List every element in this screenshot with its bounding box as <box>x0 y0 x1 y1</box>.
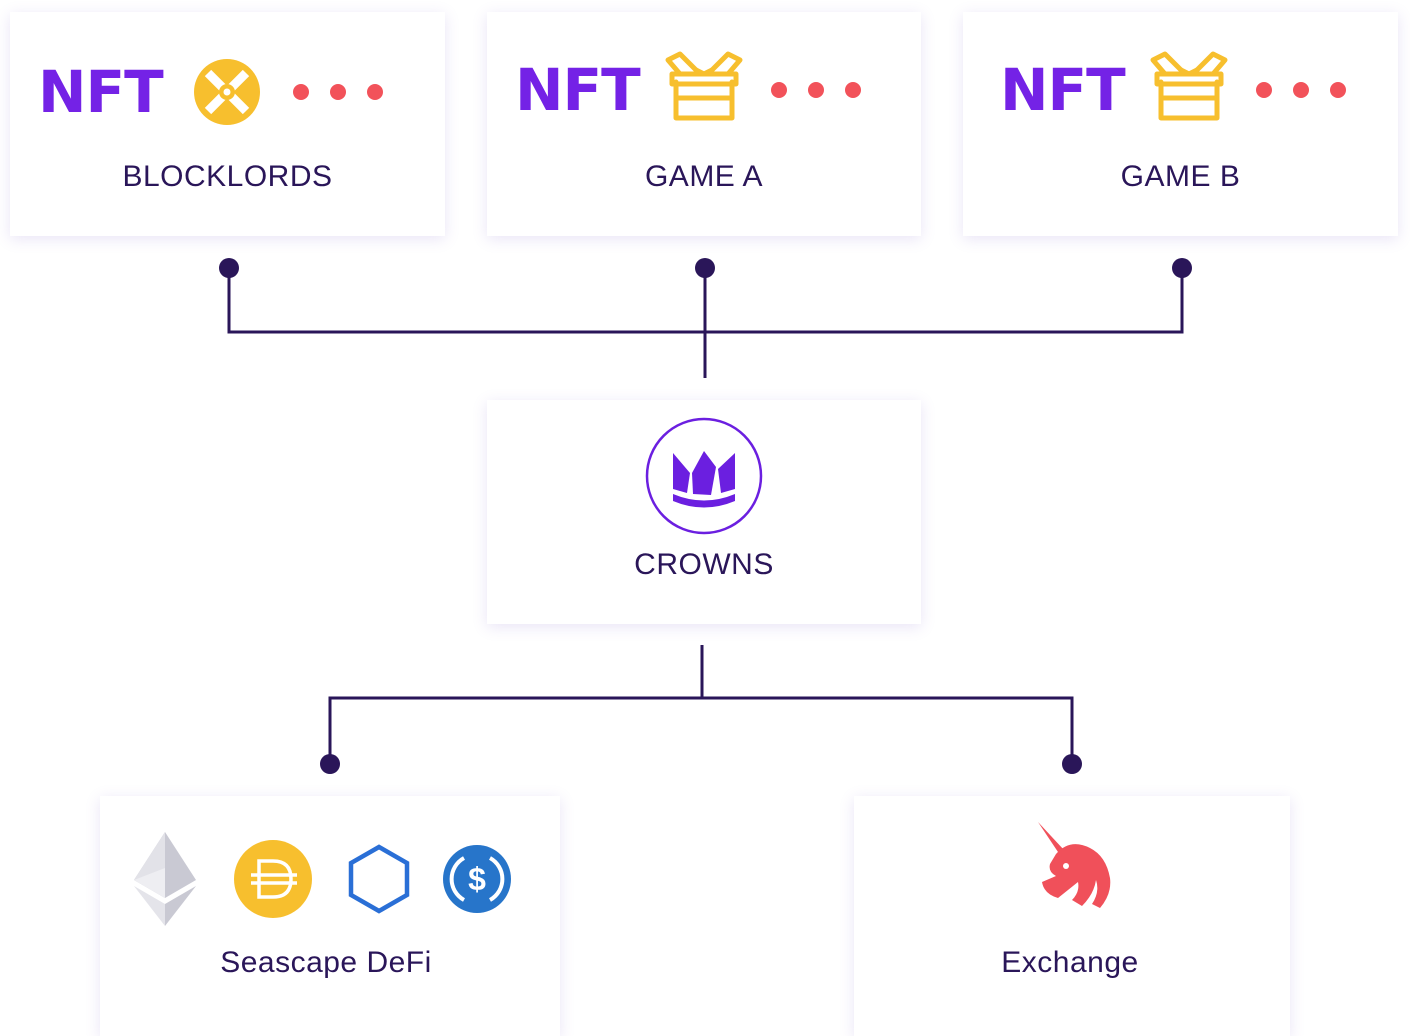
blocklords-x-icon <box>194 59 260 125</box>
connector-node <box>695 258 715 278</box>
center-name: CROWNS <box>634 548 774 581</box>
exchange-name: Exchange <box>1001 946 1139 979</box>
connector-node <box>1062 754 1082 774</box>
game-card-game-a: NFT GAME A <box>487 12 921 236</box>
game-name: BLOCKLORDS <box>122 160 333 193</box>
svg-text:$: $ <box>468 861 486 897</box>
crowns-card: CROWNS <box>487 400 921 624</box>
connector-node <box>1172 258 1192 278</box>
usdc-icon: $ <box>443 845 511 913</box>
box-icon <box>1150 51 1228 121</box>
nft-label: NFT <box>1000 56 1126 124</box>
exchange-card: Exchange <box>854 796 1290 1036</box>
nft-label: NFT <box>38 58 164 126</box>
game-name: GAME A <box>644 160 764 193</box>
game-card-blocklords: NFT BLOCKLORDS <box>10 12 445 236</box>
defi-card: $ Seascape DeFi <box>100 796 560 1036</box>
more-dots-icon <box>293 84 383 100</box>
more-dots-icon <box>771 82 861 98</box>
chainlink-hexagon-icon <box>348 844 410 914</box>
uniswap-unicorn-icon <box>1038 822 1111 908</box>
dai-icon <box>234 840 312 918</box>
crown-icon <box>645 417 763 535</box>
more-dots-icon <box>1256 82 1346 98</box>
defi-name: Seascape DeFi <box>220 946 432 979</box>
nft-label: NFT <box>515 56 641 124</box>
game-card-game-b: NFT GAME B <box>963 12 1398 236</box>
game-name: GAME B <box>1120 160 1241 193</box>
connector-node <box>219 258 239 278</box>
box-icon <box>665 51 743 121</box>
ethereum-icon <box>134 832 196 926</box>
connector-node <box>320 754 340 774</box>
